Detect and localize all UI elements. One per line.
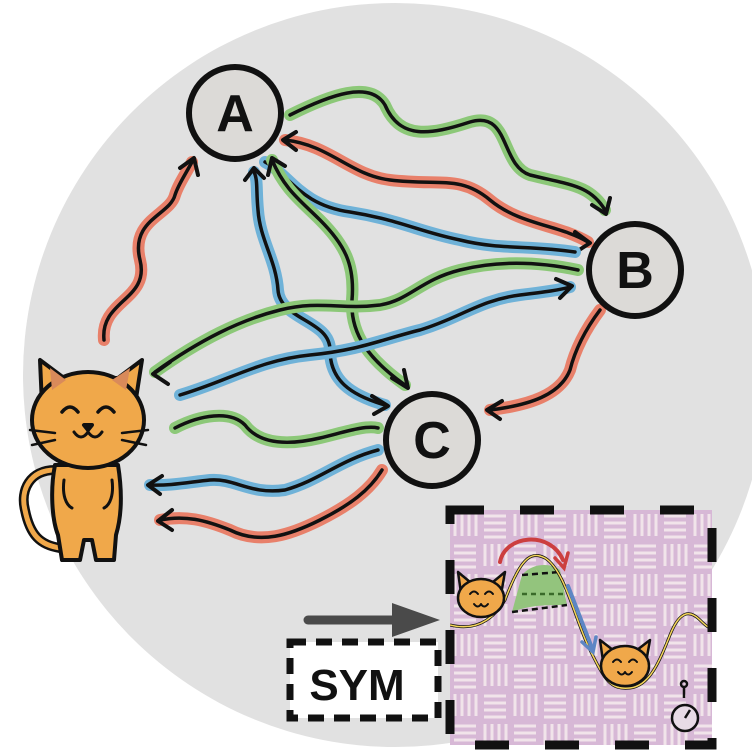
- node-C: C: [383, 391, 481, 489]
- node-B: B: [586, 221, 684, 319]
- hop-arrow-icon: [498, 537, 570, 572]
- sym-label: SYM: [309, 661, 404, 710]
- edge-B-to-C-red: [484, 304, 606, 421]
- sym-box: SYM: [286, 638, 442, 722]
- descent-arrow-icon: [566, 584, 598, 656]
- energy-landscape-inset: [445, 505, 717, 750]
- edge-C-to-A-blue: [243, 166, 391, 416]
- node-B-label: B: [616, 242, 654, 300]
- edge-C-to-cat-green: [169, 409, 384, 449]
- edge-C-to-cat-blue: [144, 444, 384, 497]
- sym-arrow: [303, 603, 440, 637]
- edge-A-to-B-green: [284, 85, 612, 216]
- cat-icon: [18, 358, 150, 562]
- cat-head-high-icon: [456, 570, 507, 619]
- edge-cat-to-B-blue: [174, 277, 576, 401]
- node-C-label: C: [413, 412, 451, 470]
- edge-C-to-cat-red: [154, 464, 388, 544]
- stopwatch-icon: [670, 679, 700, 733]
- edge-B-to-cat-green: [149, 257, 584, 386]
- cat-head-low-icon: [598, 638, 652, 688]
- edge-B-to-A-blue: [259, 156, 581, 258]
- edge-B-A-red: [279, 130, 594, 254]
- node-A-label: A: [216, 85, 254, 143]
- node-A: A: [186, 64, 284, 162]
- edge-cat-to-A: [97, 156, 200, 346]
- tunnel-barrier-icon: [512, 565, 567, 612]
- edges: [97, 85, 612, 544]
